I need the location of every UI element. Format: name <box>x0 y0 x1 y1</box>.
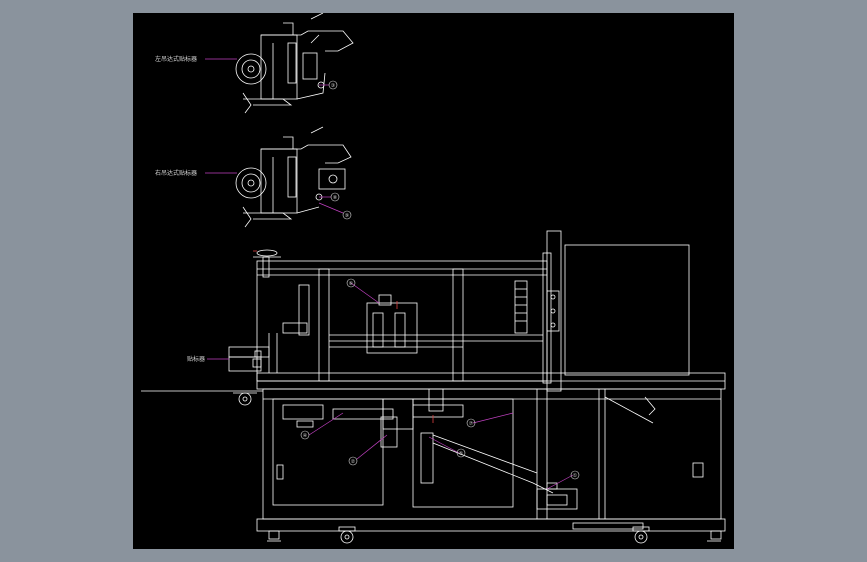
callout-5: ⑤ <box>459 451 463 457</box>
machine-frame <box>141 230 726 544</box>
callout-4: ④ <box>303 433 308 439</box>
middle-unit-label: 右吊达式贴标器 <box>155 169 197 177</box>
upper-labeler-unit <box>235 13 354 114</box>
red-markers <box>253 250 434 423</box>
upper-unit-label: 左吊达式贴标器 <box>155 55 197 63</box>
callout-1: ① <box>573 473 578 479</box>
callout-3-upper: ③ <box>331 83 335 89</box>
middle-labeler-unit <box>235 126 352 228</box>
callout-9: ⑨ <box>345 213 349 219</box>
callout-8: ⑧ <box>333 195 338 201</box>
callout-6: ⑥ <box>349 281 354 287</box>
left-unit-label: 贴标器 <box>187 355 205 363</box>
callout-2: ② <box>351 459 356 465</box>
cad-canvas: 左吊达式贴标器 右吊达式贴标器 贴标器 ③ ⑧ ⑨ ⑥ ④ ② ⑤ ⑦ ① <box>133 13 734 549</box>
callout-7: ⑦ <box>469 421 474 427</box>
machine-drawing: 左吊达式贴标器 右吊达式贴标器 贴标器 ③ ⑧ ⑨ ⑥ ④ ② ⑤ ⑦ ① <box>141 13 726 544</box>
leader-lines <box>205 58 574 490</box>
